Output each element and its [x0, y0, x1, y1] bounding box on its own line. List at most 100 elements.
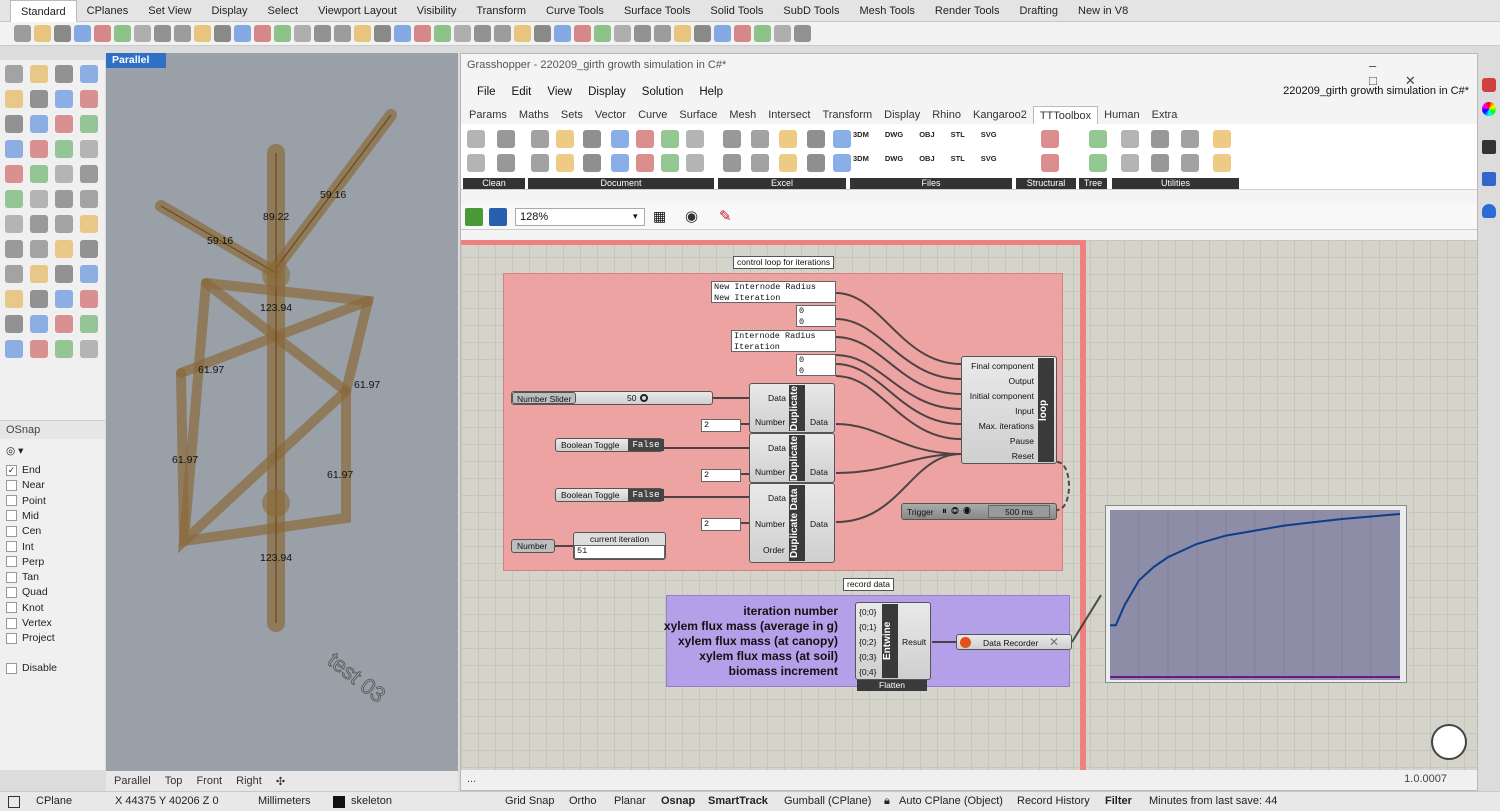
gh-tab[interactable]: Rhino: [932, 109, 961, 121]
osnap-item[interactable]: Perp: [6, 556, 44, 568]
osnap-item[interactable]: Project: [6, 632, 55, 644]
tool-icon[interactable]: [80, 140, 98, 158]
eye-icon[interactable]: ◉: [685, 208, 699, 225]
osnap-item[interactable]: Near: [6, 479, 45, 491]
panel-new-internode[interactable]: New Internode Radius New Iteration: [711, 281, 836, 303]
osnap-checkbox[interactable]: [6, 586, 17, 598]
filter-toggle[interactable]: Filter: [1105, 795, 1132, 807]
gh-tab[interactable]: Params: [469, 109, 507, 121]
ribbon-icon[interactable]: [531, 154, 549, 172]
ribbon-icon[interactable]: [723, 154, 741, 172]
osnap-item[interactable]: Quad: [6, 586, 48, 598]
gh-tab[interactable]: Transform: [822, 109, 873, 121]
record-icon[interactable]: [960, 637, 971, 648]
tool-icon[interactable]: [30, 315, 48, 333]
gh-tab[interactable]: Intersect: [768, 109, 811, 121]
ribbon-icon[interactable]: [1213, 154, 1231, 172]
tool-icon[interactable]: [55, 215, 73, 233]
toolbar-icon[interactable]: [174, 25, 191, 42]
rhino-tab[interactable]: Select: [267, 4, 299, 17]
gh-tab[interactable]: Mesh: [729, 109, 757, 121]
notification-icon[interactable]: [1482, 204, 1496, 218]
toolbar-icon[interactable]: [74, 25, 91, 42]
toolbar-icon[interactable]: [94, 25, 111, 42]
tool-icon[interactable]: [30, 115, 48, 133]
data-recorder[interactable]: Data Recorder ✕: [956, 634, 1072, 650]
dwg-icon[interactable]: DWG: [884, 130, 904, 139]
gumball-toggle[interactable]: Gumball (CPlane): [784, 795, 872, 807]
ribbon-icon[interactable]: [531, 130, 549, 148]
toolbar-icon[interactable]: [754, 25, 771, 42]
toolbar-icon[interactable]: [374, 25, 391, 42]
cplane[interactable]: CPlane: [36, 795, 73, 807]
osnap-checkbox[interactable]: [6, 495, 17, 507]
boolean-toggle[interactable]: Boolean Toggle False: [555, 438, 664, 452]
osnap-checkbox[interactable]: [6, 479, 17, 491]
tool-icon[interactable]: [55, 340, 73, 358]
tool-icon[interactable]: [80, 240, 98, 258]
planar-toggle[interactable]: Planar: [614, 795, 646, 807]
save-icon[interactable]: [489, 208, 507, 226]
osnap-checkbox[interactable]: [6, 556, 17, 568]
toolbar-icon[interactable]: [634, 25, 651, 42]
rhino-tab[interactable]: Render Tools: [934, 4, 1000, 17]
toolbar-icon[interactable]: [194, 25, 211, 42]
toolbar-icon[interactable]: [214, 25, 231, 42]
menu-display[interactable]: Display: [588, 86, 626, 98]
ribbon-icon[interactable]: [1213, 130, 1231, 148]
ribbon-icon[interactable]: [636, 130, 654, 148]
osnap-item[interactable]: Tan: [6, 571, 39, 583]
osnap-item[interactable]: ✓End: [6, 464, 41, 476]
ribbon-icon[interactable]: [1181, 130, 1199, 148]
osnap-toggle[interactable]: Osnap: [661, 795, 696, 807]
gh-tab-active[interactable]: TTToolbox: [1032, 106, 1099, 124]
tool-icon[interactable]: [5, 290, 23, 308]
ribbon-icon[interactable]: [1041, 130, 1059, 148]
rhino-tab[interactable]: Viewport Layout: [318, 4, 397, 17]
rhino-tab[interactable]: SubD Tools: [783, 4, 840, 17]
tool-icon[interactable]: [5, 165, 23, 183]
filter-icon[interactable]: ◎ ▾: [6, 445, 24, 457]
toolbar-icon[interactable]: [594, 25, 611, 42]
tool-icon[interactable]: [5, 265, 23, 283]
obj-icon[interactable]: OBJ: [919, 130, 935, 139]
toolbar-icon[interactable]: [534, 25, 551, 42]
toolbar-icon[interactable]: [274, 25, 291, 42]
svg-icon[interactable]: SVG: [980, 130, 997, 139]
osnap-item[interactable]: Int: [6, 541, 34, 553]
smarttrack-toggle[interactable]: SmartTrack: [708, 795, 768, 807]
current-iteration-panel[interactable]: current iteration 51: [573, 532, 666, 560]
tool-icon[interactable]: [80, 315, 98, 333]
tool-icon[interactable]: [55, 315, 73, 333]
ribbon-icon[interactable]: [779, 154, 797, 172]
toolbar-icon[interactable]: [694, 25, 711, 42]
ribbon-icon[interactable]: [1151, 130, 1169, 148]
disable-checkbox[interactable]: [6, 662, 17, 674]
toolbar-icon[interactable]: [514, 25, 531, 42]
tool-icon[interactable]: [80, 265, 98, 283]
ribbon-icon[interactable]: [1151, 154, 1169, 172]
gh-tab[interactable]: Kangaroo2: [972, 109, 1027, 121]
3dm-icon[interactable]: 3DM: [853, 154, 869, 163]
panel-two[interactable]: 2: [701, 419, 741, 432]
toolbar-icon[interactable]: [354, 25, 371, 42]
toolbar-icon[interactable]: [114, 25, 131, 42]
ribbon-icon[interactable]: [751, 130, 769, 148]
tool-icon[interactable]: [5, 215, 23, 233]
osnap-checkbox[interactable]: [6, 525, 17, 537]
tool-icon[interactable]: [55, 190, 73, 208]
dwg-icon[interactable]: DWG: [884, 154, 904, 163]
tool-icon[interactable]: [30, 240, 48, 258]
osnap-checkbox[interactable]: [6, 510, 17, 522]
toolbar-icon[interactable]: [434, 25, 451, 42]
osnap-checkbox[interactable]: [6, 541, 17, 552]
toolbar-icon[interactable]: [574, 25, 591, 42]
toolbar-icon[interactable]: [134, 25, 151, 42]
ribbon-icon[interactable]: [556, 154, 574, 172]
gh-tab[interactable]: Maths: [518, 109, 549, 121]
ribbon-icon[interactable]: [556, 130, 574, 148]
ribbon-icon[interactable]: [751, 154, 769, 172]
obj-icon[interactable]: OBJ: [919, 154, 935, 163]
duplicate-data-3[interactable]: Data Number Order Duplicate Data Data: [749, 483, 835, 563]
